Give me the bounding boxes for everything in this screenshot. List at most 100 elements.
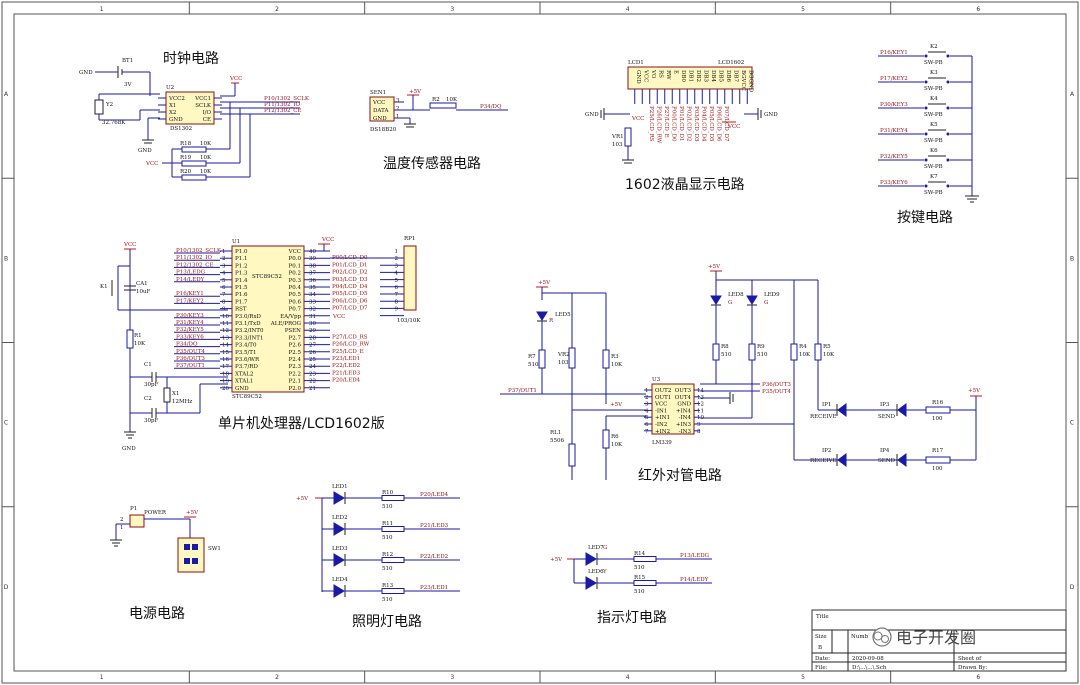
indicator-resistor-label: R15 bbox=[634, 575, 646, 581]
mcu-pin-label: P1.0 bbox=[235, 249, 248, 255]
mcu-pin-number: 1 bbox=[222, 249, 226, 255]
net-p35-out4: P35/OUT4 bbox=[762, 389, 791, 395]
resistor-r2 bbox=[429, 102, 457, 109]
mcu-pin-number: 28 bbox=[309, 335, 316, 341]
tb-number: Numb bbox=[851, 634, 869, 640]
rl1-label: RL1 bbox=[550, 430, 561, 436]
resistor-r16 bbox=[925, 406, 951, 414]
r20-label: R20 bbox=[180, 169, 192, 175]
tb-title: Title bbox=[816, 614, 829, 620]
lm339-pin-number: 3 bbox=[645, 402, 649, 408]
lcd-pin-label: DB4 bbox=[710, 70, 716, 82]
lcd-pin-label: VO bbox=[650, 69, 656, 79]
r20-value: 10K bbox=[200, 169, 212, 175]
u3-label: U3 bbox=[652, 377, 661, 383]
vr1-label: VR1 bbox=[611, 134, 624, 140]
power-5v-label: +5V bbox=[186, 510, 199, 516]
indicator-led bbox=[585, 552, 597, 566]
mcu-right-net-label: P26/LCD_RW bbox=[332, 342, 370, 348]
mcu-pin-label: VCC bbox=[288, 249, 301, 255]
power-switch-sw1 bbox=[177, 537, 205, 573]
ip1-type: RECEIVE bbox=[810, 414, 837, 420]
resistor-r17 bbox=[925, 456, 951, 464]
ds1302-pin-label: GND bbox=[169, 117, 183, 123]
rp1-value: 103/10K bbox=[397, 318, 421, 324]
lcd-pin-label: E bbox=[672, 70, 678, 74]
lighting-net-label: P22/LED2 bbox=[420, 554, 448, 560]
mcu-pin-label: P2.5 bbox=[289, 350, 302, 356]
mcu-pin-label: P3.1/TxD bbox=[235, 321, 261, 327]
title-block: Title Size B Numb Date: 2020-09-08 File:… bbox=[811, 609, 1067, 672]
mcu-pin-number: 31 bbox=[309, 314, 316, 320]
mcu-pin-number: 29 bbox=[309, 328, 316, 334]
border-col-label: 5 bbox=[801, 6, 805, 13]
lm339-pin-number: 8 bbox=[697, 429, 701, 435]
mcu-pin-number: 15 bbox=[222, 350, 229, 356]
mcu-pin-label: P0.7 bbox=[289, 307, 302, 313]
r3-label: R3 bbox=[611, 354, 619, 360]
lm339-pin-number: 7 bbox=[645, 429, 649, 435]
vcc-label-2: VCC bbox=[145, 161, 158, 167]
lcd1-label: LCD1 bbox=[628, 60, 644, 66]
mcu-right-net-label: P06/LCD_D6 bbox=[332, 298, 368, 304]
lighting-resistor bbox=[381, 526, 405, 532]
lcd-pin-label: DB6 bbox=[725, 70, 731, 82]
mcu-left-net-label: P35/OUT4 bbox=[176, 349, 205, 355]
light-5v-label: +5V bbox=[296, 496, 309, 502]
mcu-pin-label: PSEN bbox=[285, 328, 301, 334]
ds1302-pin-label: X2 bbox=[169, 110, 176, 116]
lcd-net-label: P03/LCD_D3 bbox=[693, 106, 699, 142]
u2-label: U2 bbox=[166, 85, 174, 91]
vcc-label: VCC bbox=[229, 76, 242, 82]
mcu-right-net-label: P23/LED1 bbox=[332, 356, 360, 362]
lighting-net-label: P20/LED4 bbox=[420, 492, 449, 498]
mcu-pin-number: 16 bbox=[222, 357, 229, 363]
tb-size: Size bbox=[815, 634, 827, 640]
mcu-pin-label: P1.3 bbox=[235, 271, 248, 277]
mcu-pin-number: 3 bbox=[222, 263, 226, 269]
key-net-label: P16/KEY1 bbox=[880, 50, 908, 56]
ir-5v-d: +5V bbox=[968, 388, 981, 394]
lm339-pin-label: -IN3 bbox=[679, 429, 692, 435]
r6-value: 10K bbox=[611, 442, 623, 448]
key-ref-label: K3 bbox=[930, 70, 938, 76]
lcd-pin-label: DB0 bbox=[680, 70, 686, 82]
mcu-pin-label: P0.1 bbox=[289, 263, 301, 269]
r6-label: R6 bbox=[611, 434, 619, 440]
mcu-pin-label: P3.0/RxD bbox=[235, 314, 262, 320]
resistor-r4 bbox=[790, 343, 798, 361]
mcu-pin-number: 11 bbox=[222, 321, 229, 327]
ip1-receiver bbox=[837, 403, 847, 417]
rp1-pin-number: 2 bbox=[395, 256, 399, 262]
lighting-resistor-value: 510 bbox=[382, 566, 393, 572]
keys-title: 按键电路 bbox=[897, 210, 953, 226]
ip1-label: IP1 bbox=[822, 402, 831, 408]
border-col-label: 3 bbox=[450, 6, 454, 13]
mcu-pin-label: P0.4 bbox=[289, 285, 302, 291]
tb-date: Date: bbox=[815, 656, 830, 662]
lighting-led bbox=[333, 584, 345, 598]
net-1302-io: P11/1302_IO bbox=[264, 102, 300, 108]
indicator-net-label: P14/LEDY bbox=[680, 577, 709, 583]
net-1302-ce: P12/1302_CE bbox=[264, 108, 302, 114]
led5-color: R bbox=[549, 318, 554, 324]
indicator-led bbox=[585, 576, 597, 590]
led8-label: LED8 bbox=[728, 292, 744, 298]
lm339-label: LM339 bbox=[652, 440, 672, 446]
rp1-pin-number: 1 bbox=[395, 249, 399, 255]
r17-value: 100 bbox=[932, 466, 943, 472]
y2-value: 32.768K bbox=[102, 120, 126, 126]
temp-5v-label: +5V bbox=[409, 89, 422, 95]
lighting-resistor-label: R13 bbox=[382, 583, 394, 589]
lcd-net-label: P06/LCD_D6 bbox=[716, 106, 722, 142]
led5-label: LED5 bbox=[555, 312, 571, 318]
indicator-net-label: P13/LEDG bbox=[680, 553, 709, 559]
mcu-right-net-label: P02/LCD_D2 bbox=[332, 270, 367, 276]
mcu-pin-number: 17 bbox=[222, 364, 229, 370]
power-circuit: P1 POWER 2 1 +5V SW1 电源电路 bbox=[110, 506, 221, 622]
mcu-left-net-label: P17/KEY2 bbox=[176, 298, 204, 304]
lighting-net-label: P21/LED3 bbox=[420, 523, 449, 529]
